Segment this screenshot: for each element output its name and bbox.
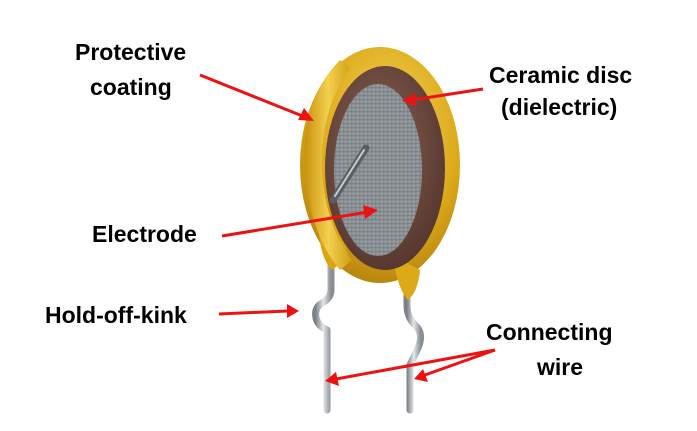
label-connecting-wire-line1: Connecting <box>486 319 613 345</box>
label-ceramic-disc-line2: (dielectric) <box>501 94 617 120</box>
label-protective-coating-line1: Protective <box>75 39 186 65</box>
connecting-wires <box>312 246 425 414</box>
arrowhead-connecting-wire-right <box>414 369 428 382</box>
arrow-hold-off-kink <box>218 309 289 316</box>
label-ceramic-disc-line1: Ceramic disc <box>489 62 632 88</box>
electrode <box>334 84 422 256</box>
arrow-connecting-wire-left <box>335 348 496 381</box>
arrow-ceramic-disc <box>411 87 484 102</box>
arrowhead-protective-coating <box>298 108 314 121</box>
label-hold-off-kink: Hold-off-kink <box>45 302 187 328</box>
capacitor-body <box>300 47 460 300</box>
label-protective-coating-line2: coating <box>90 74 172 100</box>
arrow-protective-coating <box>199 73 306 119</box>
arrowhead-connecting-wire-left <box>325 372 339 386</box>
arrowhead-ceramic-disc <box>402 93 416 106</box>
internal-lead-highlight <box>334 149 365 197</box>
pointer-arrows <box>199 73 496 386</box>
coating-rim <box>304 60 352 270</box>
left-wire <box>312 246 335 414</box>
arrowhead-hold-off-kink <box>287 304 299 318</box>
label-connecting-wire-line2: wire <box>536 354 583 380</box>
right-wire <box>403 281 425 414</box>
label-electrode: Electrode <box>92 221 197 247</box>
arrow-electrode <box>221 210 369 238</box>
arrow-connecting-wire-right <box>424 348 496 377</box>
arrowhead-electrode <box>363 205 378 219</box>
